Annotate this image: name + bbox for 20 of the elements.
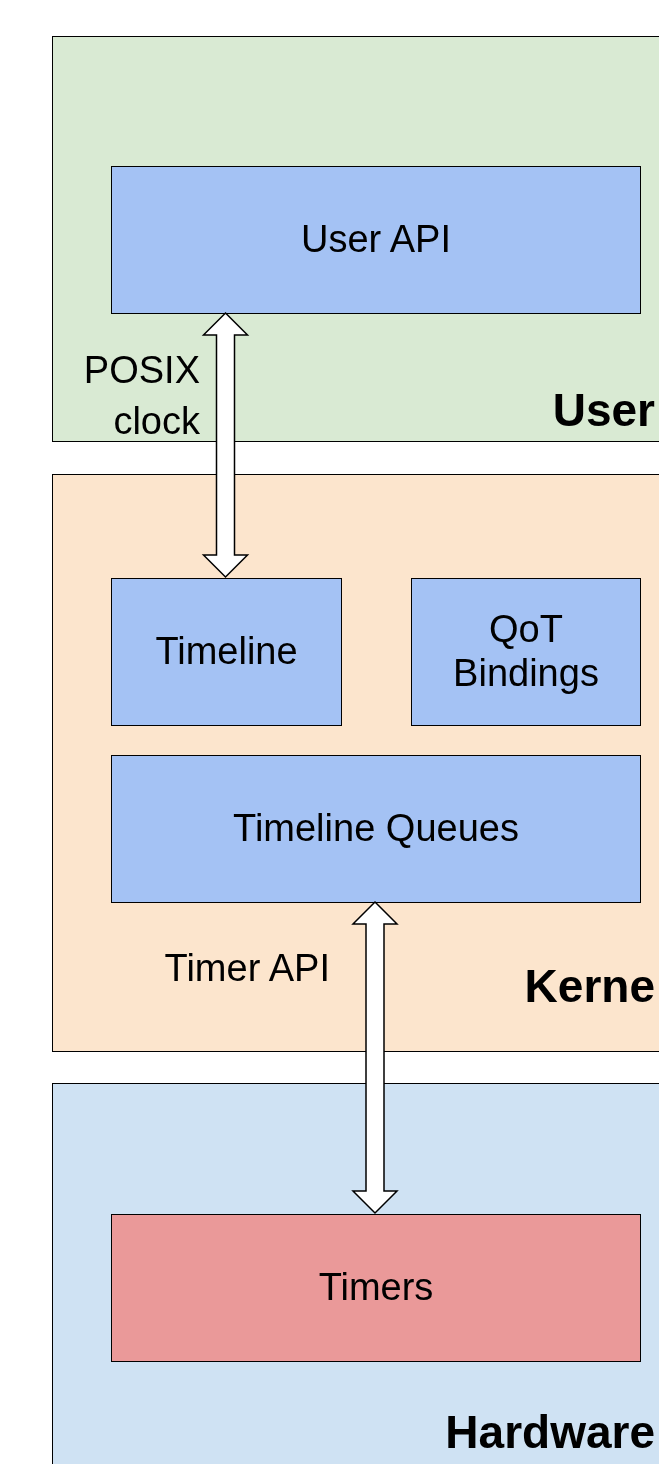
layer-panel: [52, 474, 659, 1052]
component-box: [111, 755, 641, 903]
component-box: [111, 166, 641, 314]
box-label: Timeline Queues: [233, 807, 519, 851]
layer-panel: [52, 36, 659, 442]
component-box: [111, 578, 342, 726]
edge-label: Timer API: [163, 946, 330, 991]
layer-heading: User: [552, 383, 655, 437]
component-box: [411, 578, 641, 726]
layer-heading: Hardware: [445, 1405, 655, 1459]
double-arrow: [201, 311, 250, 579]
box-label: User API: [301, 218, 451, 262]
component-box: [111, 1214, 641, 1362]
layer-panel: [52, 1083, 659, 1464]
double-arrow: [351, 900, 399, 1215]
box-label: Timeline: [155, 630, 298, 674]
box-label: Timers: [318, 1266, 434, 1310]
box-label: QoT Bindings: [452, 608, 600, 696]
layer-heading: Kerne: [524, 959, 655, 1013]
edge-label: POSIX clock: [82, 348, 200, 445]
